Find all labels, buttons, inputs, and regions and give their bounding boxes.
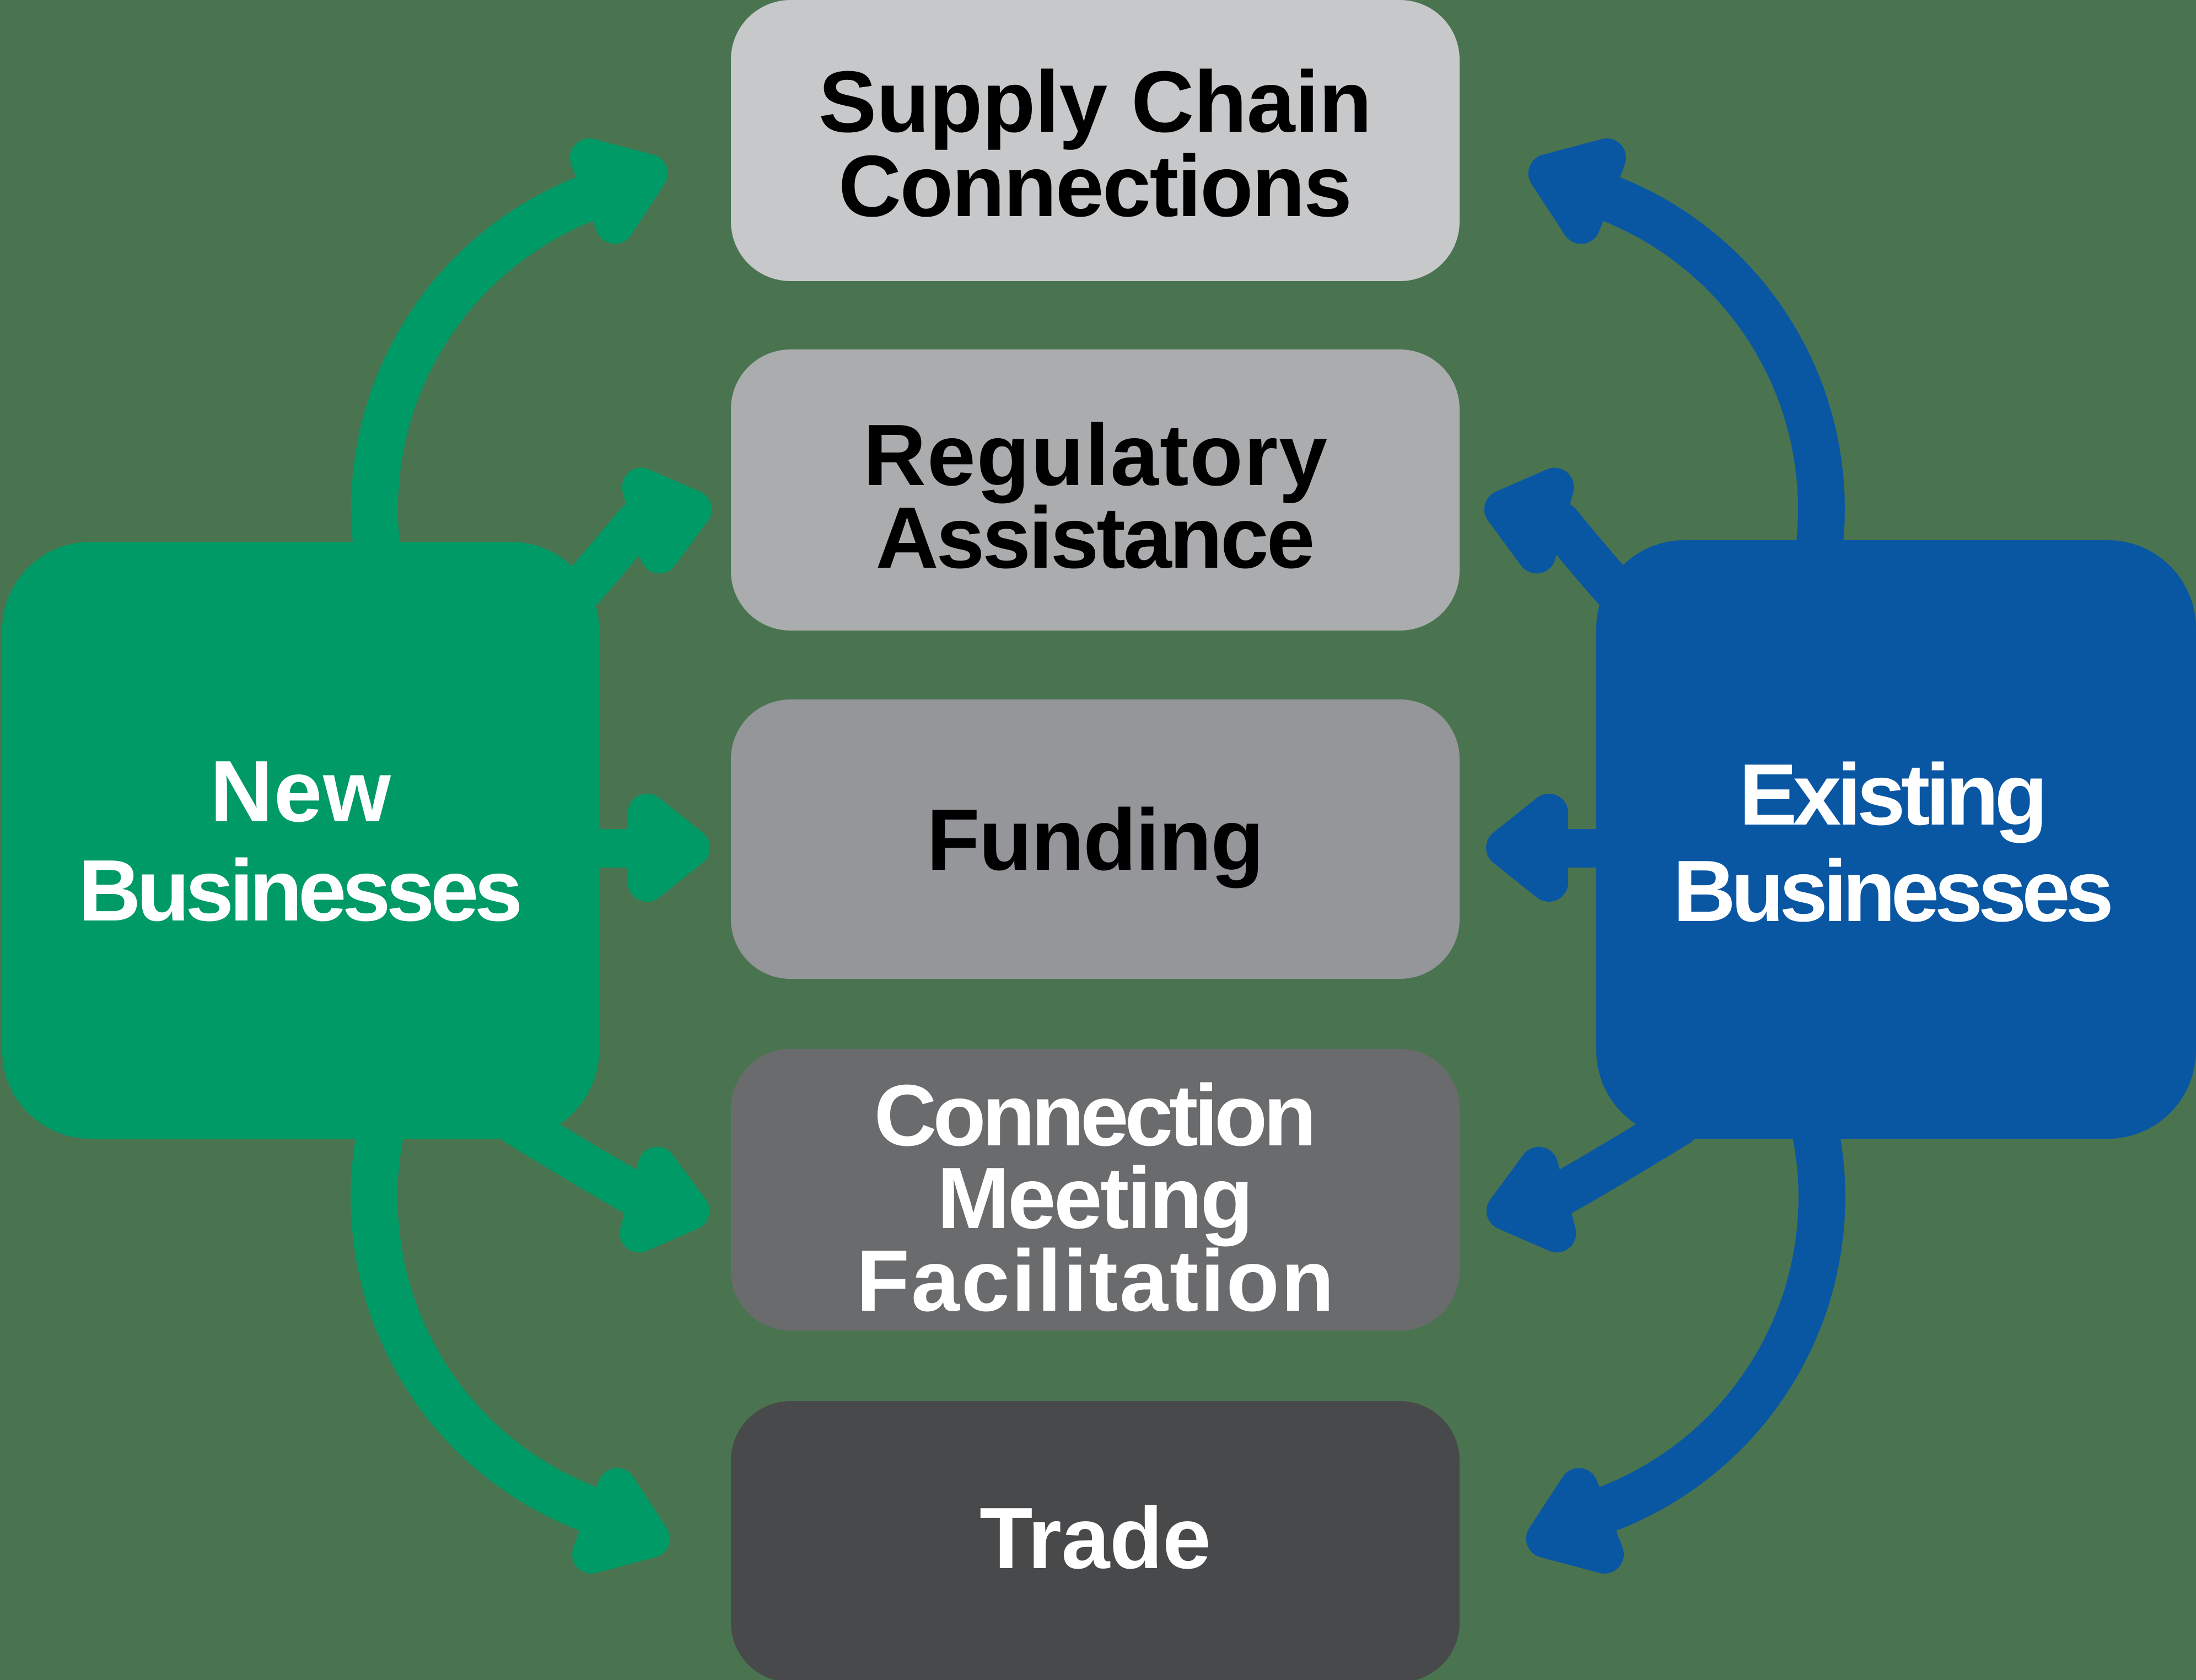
svg-text:Connections: Connections — [838, 138, 1352, 235]
svg-text:Facilitation: Facilitation — [857, 1232, 1334, 1329]
svg-text:Meeting: Meeting — [937, 1150, 1253, 1247]
svg-text:Funding: Funding — [927, 791, 1264, 889]
svg-text:Connection: Connection — [874, 1067, 1317, 1164]
svg-text:New: New — [210, 743, 391, 840]
svg-text:Existing: Existing — [1739, 746, 2048, 843]
svg-text:Businesses: Businesses — [78, 842, 523, 939]
svg-text:Regulatory: Regulatory — [863, 407, 1327, 504]
svg-text:Supply Chain: Supply Chain — [819, 53, 1372, 150]
svg-text:Trade: Trade — [979, 1490, 1211, 1587]
svg-text:Assistance: Assistance — [876, 489, 1315, 586]
svg-text:Businesses: Businesses — [1673, 843, 2114, 940]
